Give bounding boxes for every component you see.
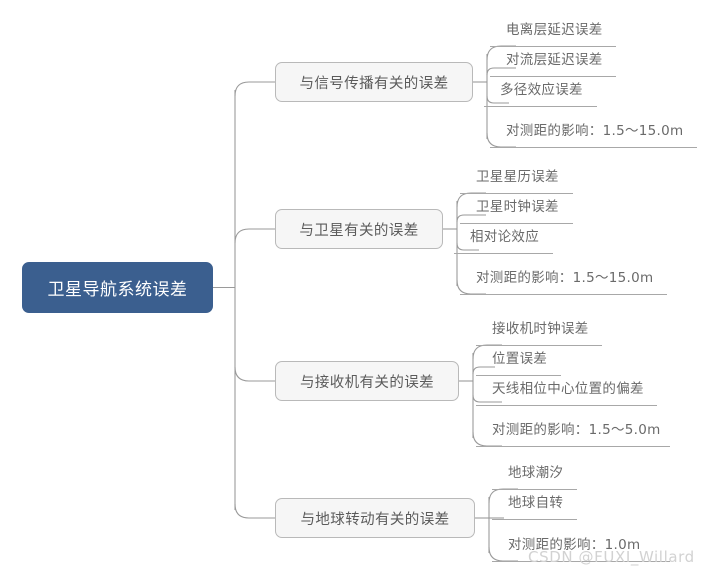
leaf-underline <box>476 446 670 447</box>
leaf-node-label: 地球潮汐 <box>508 465 564 481</box>
leaf-node-label: 对测距的影响：1.5～5.0m <box>492 422 661 438</box>
leaf-node[interactable]: 多径效应误差 <box>500 82 583 101</box>
leaf-node-label: 卫星星历误差 <box>476 169 559 185</box>
leaf-node[interactable]: 相对论效应 <box>470 229 539 248</box>
leaf-node-label: 卫星时钟误差 <box>476 199 559 215</box>
leaf-node[interactable]: 地球自转 <box>508 495 563 514</box>
root-node-label: 卫星导航系统误差 <box>47 280 188 300</box>
branch-node-signal-propagation[interactable]: 与信号传播有关的误差 <box>275 62 473 102</box>
leaf-node-label: 对测距的影响：1.5～15.0m <box>476 270 654 286</box>
branch-node-satellite[interactable]: 与卫星有关的误差 <box>275 209 443 249</box>
leaf-underline <box>490 147 697 148</box>
leaf-node[interactable]: 对测距的影响：1.5～5.0m <box>492 422 661 441</box>
branch-node-receiver[interactable]: 与接收机有关的误差 <box>275 361 459 401</box>
watermark-label: CSDN @FUXI_Willard <box>528 548 695 566</box>
leaf-node[interactable]: 对测距的影响：1.5～15.0m <box>476 270 653 289</box>
leaf-node-label: 对测距的影响：1.5～15.0m <box>506 123 684 139</box>
leaf-underline <box>476 405 657 406</box>
leaf-node[interactable]: 卫星星历误差 <box>476 169 559 188</box>
leaf-underline <box>492 489 577 490</box>
leaf-underline <box>484 106 597 107</box>
leaf-node-label: 接收机时钟误差 <box>492 321 589 337</box>
leaf-node-label: 天线相位中心位置的偏差 <box>492 381 644 397</box>
leaf-underline <box>460 223 573 224</box>
leaf-node[interactable]: 位置误差 <box>492 351 547 370</box>
leaf-underline <box>490 76 616 77</box>
leaf-underline <box>490 46 616 47</box>
leaf-node[interactable]: 天线相位中心位置的偏差 <box>492 381 644 400</box>
leaf-node[interactable]: 接收机时钟误差 <box>492 321 589 340</box>
leaf-underline <box>492 519 577 520</box>
leaf-node-label: 对测距的影响：1.0m <box>508 537 641 553</box>
leaf-underline <box>460 294 667 295</box>
leaf-node[interactable]: 地球潮汐 <box>508 465 563 484</box>
leaf-underline <box>492 561 670 562</box>
leaf-node[interactable]: 对测距的影响：1.5～15.0m <box>506 123 683 142</box>
leaf-underline <box>476 345 602 346</box>
leaf-node-label: 相对论效应 <box>470 229 539 245</box>
leaf-node-label: 对流层延迟误差 <box>506 52 603 68</box>
leaf-node-label: 电离层延迟误差 <box>506 22 603 38</box>
branch-node-label: 与接收机有关的误差 <box>299 374 435 391</box>
watermark-text: CSDN @FUXI_Willard <box>528 548 695 566</box>
leaf-node[interactable]: 卫星时钟误差 <box>476 199 559 218</box>
root-node[interactable]: 卫星导航系统误差 <box>22 262 213 313</box>
leaf-node-label: 位置误差 <box>492 351 548 367</box>
branch-node-earth-rotation[interactable]: 与地球转动有关的误差 <box>275 498 475 538</box>
branch-node-label: 与卫星有关的误差 <box>299 222 419 239</box>
leaf-node-label: 地球自转 <box>508 495 564 511</box>
leaf-underline <box>454 253 553 254</box>
branch-node-label: 与地球转动有关的误差 <box>300 511 450 528</box>
leaf-node[interactable]: 对流层延迟误差 <box>506 52 603 71</box>
leaf-node[interactable]: 对测距的影响：1.0m <box>508 537 640 556</box>
leaf-underline <box>460 193 573 194</box>
leaf-node-label: 多径效应误差 <box>500 82 583 98</box>
leaf-node[interactable]: 电离层延迟误差 <box>506 22 603 41</box>
branch-node-label: 与信号传播有关的误差 <box>299 75 449 92</box>
leaf-underline <box>476 375 561 376</box>
